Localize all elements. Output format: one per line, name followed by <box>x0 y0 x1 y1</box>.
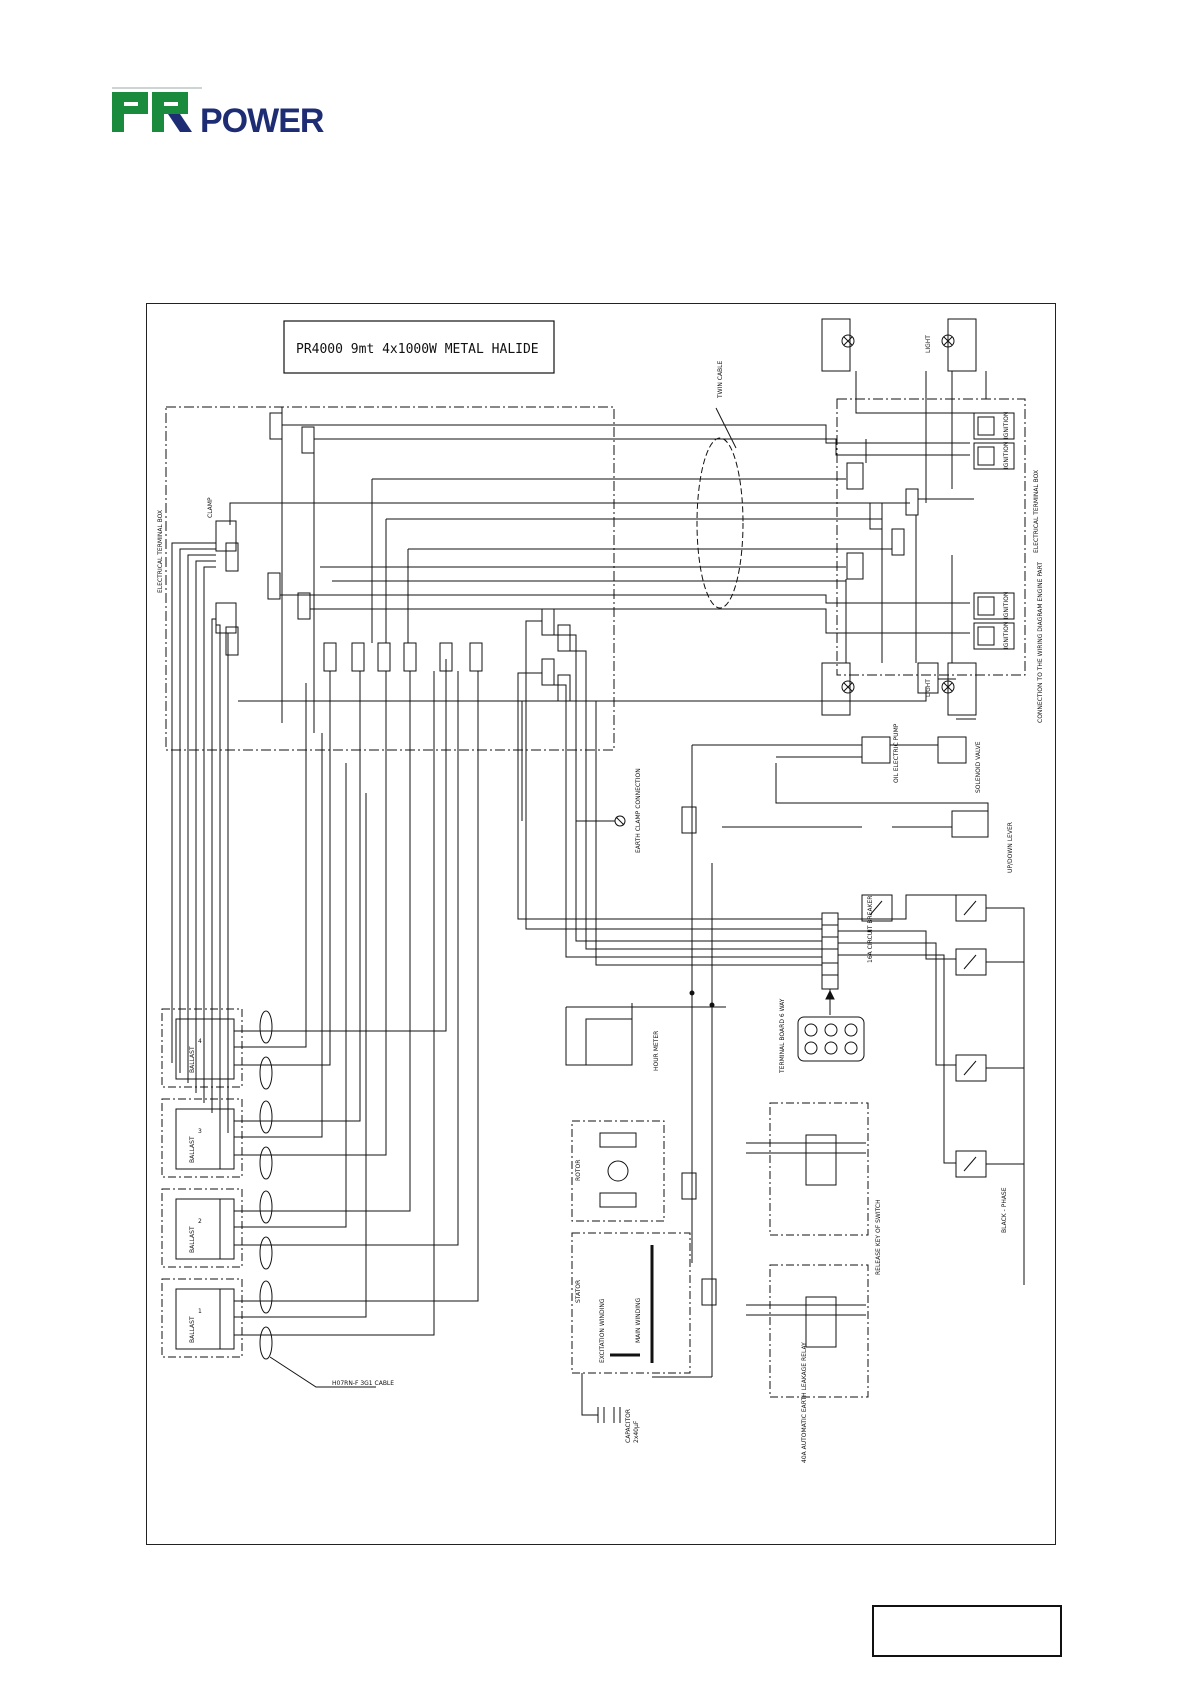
right-terminal-box <box>836 398 1026 676</box>
terminal-board-label: TERMINAL BOARD 6 WAY <box>779 998 786 1074</box>
ballast-number-1: 1 <box>198 1308 202 1315</box>
ballast-label-4: BALLAST <box>189 1046 196 1073</box>
earth-clamp-label: EARTH CLAMP CONNECTION <box>635 768 642 853</box>
light-label-1: LIGHT <box>925 679 932 697</box>
ignition-label-3: IGNITION <box>1003 442 1010 469</box>
etb-right-label: ELECTRICAL TERMINAL BOX <box>1033 470 1040 553</box>
up-down-label: UP/DOWN LEVER <box>1007 822 1014 873</box>
stator-label: STATOR <box>575 1280 582 1303</box>
left-terminal-box <box>165 406 615 751</box>
release-key-label: RELEASE KEY OF SWITCH <box>875 1199 882 1275</box>
excitation-label: EXCITATION WINDING <box>599 1298 606 1363</box>
hour-meter-label: HOUR METER <box>653 1031 660 1071</box>
black-phase-label: BLACK - PHASE <box>1001 1187 1008 1233</box>
ballast-label-1: BALLAST <box>189 1316 196 1343</box>
ballast-number-2: 2 <box>198 1218 202 1225</box>
ballast-number-4: 4 <box>198 1038 202 1045</box>
wiring-diagram: PR4000 9mt 4x1000W METAL HALIDE TWIN CAB… <box>157 318 1044 1463</box>
company-logo: POWER <box>112 86 327 138</box>
diagram-title: PR4000 9mt 4x1000W METAL HALIDE <box>296 342 539 357</box>
cable-type-label: H07RN-F 3G1 CABLE <box>332 1380 394 1387</box>
main-winding-label: MAIN WINDING <box>635 1297 642 1343</box>
logo-wordmark: POWER <box>200 102 324 140</box>
cb-label-1: 16A CIRCUIT BREAKER <box>867 896 874 963</box>
etb-left-label: ELECTRICAL TERMINAL BOX <box>157 510 164 593</box>
title-box <box>283 320 555 374</box>
capacitor-value: 2x40µF <box>633 1420 640 1443</box>
twin-cable-label: TWIN CABLE <box>717 360 724 399</box>
twin-cable-ellipse <box>696 437 744 609</box>
connection-note: CONNECTION TO THE WIRING DIAGRAM ENGINE … <box>1037 562 1044 723</box>
ignition-label-4: IGNITION <box>1003 412 1010 439</box>
ballast-label-2: BALLAST <box>189 1226 196 1253</box>
light-label-4: LIGHT <box>925 335 932 353</box>
ignition-label-1: IGNITION <box>1003 622 1010 649</box>
ignition-label-2: IGNITION <box>1003 592 1010 619</box>
oil-pump-label: OIL ELECTRIC PUMP <box>893 723 900 783</box>
solenoid-label: SOLENOID VALVE <box>975 741 982 793</box>
pr-logo-mark <box>112 87 202 132</box>
ballast-label-3: BALLAST <box>189 1136 196 1163</box>
clamp-label: CLAMP <box>207 497 214 518</box>
diagram-frame <box>146 303 1056 1545</box>
earth-leakage-label: 40A AUTOMATIC EARTH LEAKAGE RELAY <box>801 1342 808 1463</box>
page-number-box <box>872 1605 1062 1657</box>
capacitor-label: CAPACITOR <box>625 1409 632 1443</box>
ballast-number-3: 3 <box>198 1128 202 1135</box>
rotor-label: ROTOR <box>575 1160 582 1181</box>
